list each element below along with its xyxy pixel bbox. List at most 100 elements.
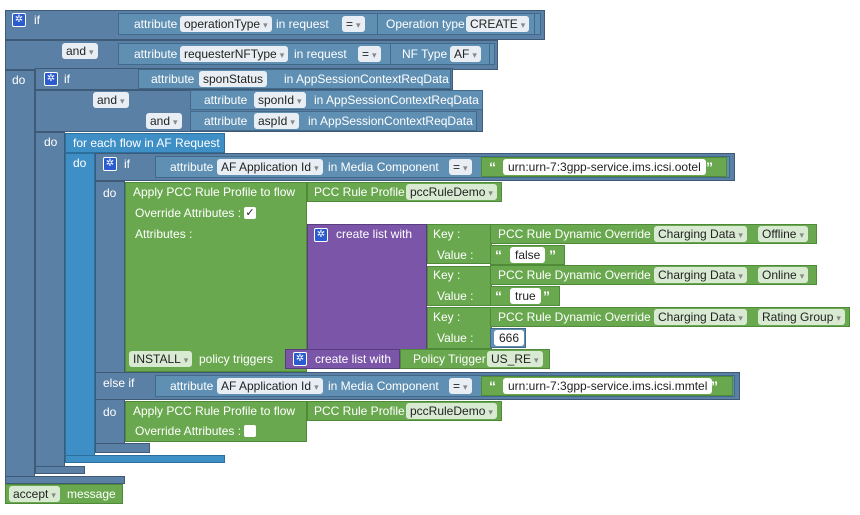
operator-dropdown[interactable]: =▾ [358,46,381,62]
attribute-dropdown[interactable]: sponStatus [199,71,268,87]
policy-trigger-dropdown[interactable]: US_RE▾ [487,351,543,367]
attribute-dropdown[interactable]: operationType▾ [180,16,272,32]
and-dropdown[interactable]: and▾ [62,43,98,59]
accept-dropdown[interactable]: accept▾ [9,486,60,502]
gear-icon[interactable]: ✲ [314,228,328,242]
attributes-label: Attributes : [135,227,193,241]
chevron-down-icon: ▾ [120,96,125,106]
create-list-block[interactable] [307,224,427,350]
key-label: Key : [433,268,461,282]
in-request-label: in request [276,17,329,31]
apply-pcc-label: Apply PCC Rule Profile to flow [133,404,296,418]
charging-dropdown[interactable]: Charging Data▾ [654,309,747,325]
apply-pcc-block-2[interactable] [125,401,307,442]
chevron-down-icon: ▾ [173,117,178,127]
kv-block-1[interactable] [427,224,492,264]
if-block-outer-end [5,476,125,484]
pcc-profile-label: PCC Rule Profile [314,185,405,199]
create-list-block-2[interactable] [285,349,400,369]
override-checkbox[interactable]: ✓ [244,207,256,219]
attribute-dropdown[interactable]: AF Application Id▾ [217,159,323,175]
do-label: do [73,156,87,170]
chevron-down-icon: ▾ [314,382,319,392]
apply-pcc-label: Apply PCC Rule Profile to flow [133,185,296,199]
operator-dropdown[interactable]: =▾ [449,159,472,175]
charging-key-dropdown[interactable]: Online▾ [758,267,809,283]
quote-close-icon: ” [711,378,718,394]
chevron-down-icon: ▾ [534,355,539,365]
operation-type-dropdown[interactable]: CREATE▾ [466,16,530,32]
kv-block-3[interactable] [427,307,492,349]
string-value[interactable]: true [510,288,541,304]
quote-open-icon: “ [489,378,496,394]
string-value[interactable]: false [510,247,546,263]
override-label: Override Attributes : [135,424,242,438]
attribute-label: attribute [204,93,248,107]
number-value[interactable]: 666 [494,330,525,346]
chevron-down-icon: ▾ [738,230,743,240]
dynamic-override-label: PCC Rule Dynamic Override [498,310,651,324]
value-label: Value : [437,331,474,345]
in-context-label: in AppSessionContextReqData [308,114,473,128]
chevron-down-icon: ▾ [836,313,841,323]
do-label: do [103,186,117,200]
chevron-down-icon: ▾ [290,117,295,127]
apply-pcc-block[interactable] [125,182,307,372]
chevron-down-icon: ▾ [279,50,285,60]
dynamic-override-label: PCC Rule Dynamic Override [498,227,651,241]
attribute-label: attribute [170,379,214,393]
chevron-down-icon: ▾ [314,163,319,173]
do-label: do [103,405,117,419]
in-request-label: in request [294,47,347,61]
if-block-3-body [95,181,125,451]
charging-dropdown[interactable]: Charging Data▾ [654,267,747,283]
attribute-label: attribute [134,47,178,61]
and-dropdown[interactable]: and▾ [146,113,182,129]
attribute-label: attribute [151,72,195,86]
chevron-down-icon: ▾ [738,313,743,323]
attribute-dropdown[interactable]: sponId▾ [254,92,306,108]
pcc-profile-dropdown[interactable]: pccRuleDemo▾ [406,184,497,200]
quote-open-icon: “ [489,159,496,175]
if-label: if [34,13,40,27]
quote-close-icon: ” [706,159,713,175]
and-dropdown[interactable]: and▾ [93,92,129,108]
chevron-down-icon: ▾ [356,20,361,30]
attribute-dropdown[interactable]: aspId▾ [254,113,299,129]
for-each-body [65,153,95,458]
for-each-block[interactable] [65,133,225,153]
gear-icon[interactable]: ✲ [44,72,58,86]
gear-icon[interactable]: ✲ [12,13,26,27]
charging-key-dropdown[interactable]: Offline▾ [758,226,808,242]
create-list-label: create list with [336,227,413,241]
attribute-label: attribute [170,160,214,174]
gear-icon[interactable]: ✲ [293,352,307,366]
attribute-dropdown[interactable]: requesterNFType▾ [180,46,289,62]
string-value[interactable]: urn:urn-7:3gpp-service.ims.icsi.ootel [503,159,706,175]
operator-dropdown[interactable]: =▾ [342,16,365,32]
kv-block-2[interactable] [427,266,492,306]
attribute-label: attribute [204,114,248,128]
pcc-profile-dropdown[interactable]: pccRuleDemo▾ [406,403,497,419]
gear-icon[interactable]: ✲ [103,157,117,171]
attribute-dropdown[interactable]: AF Application Id▾ [217,378,323,394]
nf-type-dropdown[interactable]: AF▾ [450,46,481,62]
charging-key-dropdown[interactable]: Rating Group▾ [758,309,845,325]
key-label: Key : [433,310,461,324]
attribute-label: attribute [134,17,178,31]
policy-trigger-label: Policy Trigger [413,352,486,366]
install-dropdown[interactable]: INSTALL▾ [129,351,193,367]
override-checkbox[interactable] [244,425,256,437]
charging-dropdown[interactable]: Charging Data▾ [654,226,747,242]
if-label: if [124,157,130,171]
chevron-down-icon: ▾ [799,271,805,281]
chevron-down-icon: ▾ [372,50,377,60]
in-media-label: in Media Component [328,379,439,393]
if-block-3-end [95,443,150,453]
string-value[interactable]: urn:urn-7:3gpp-service.ims.icsi.mmtel [503,378,713,394]
operator-dropdown[interactable]: =▾ [449,378,472,394]
value-label: Value : [437,248,474,262]
chevron-down-icon: ▾ [520,20,526,30]
for-each-label: for each flow in AF Request [73,136,220,150]
in-context-label: in AppSessionContextReqData [284,72,449,86]
